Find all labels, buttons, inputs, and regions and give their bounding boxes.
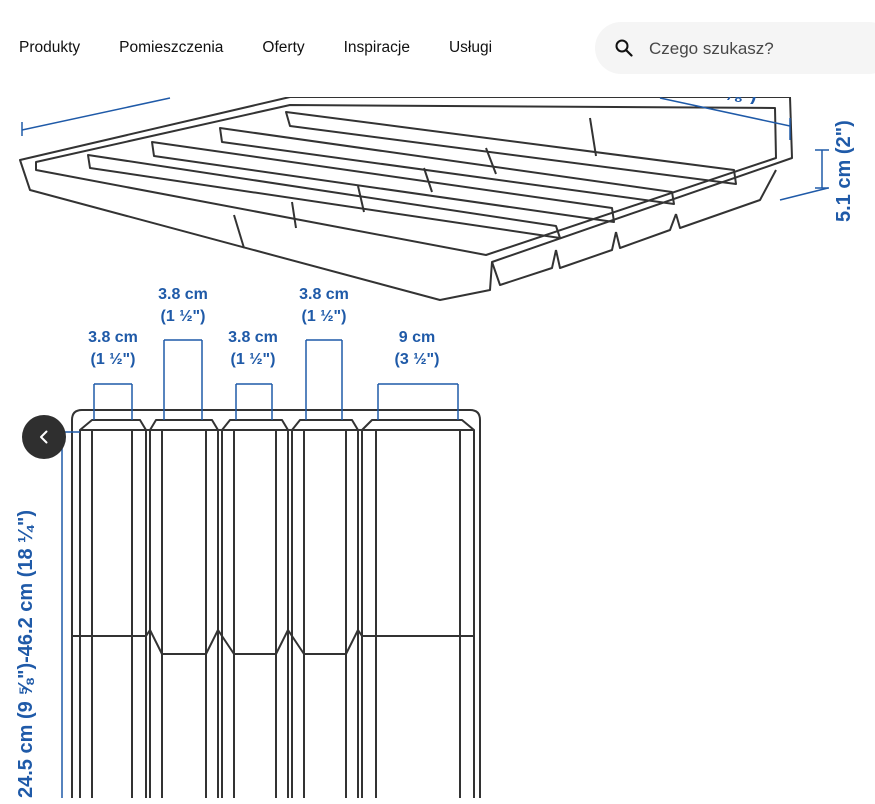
dimension-label-inch: (1 ½") xyxy=(301,308,347,325)
dimension-label-cm: 3.8 cm xyxy=(228,329,278,346)
dimension-label-cm: 9 cm xyxy=(398,329,436,346)
top-navigation-bar: Produkty Pomieszczenia Oferty Inspiracje… xyxy=(0,0,875,97)
dimension-label-length: 24.5 cm (9 ⅝")-46.2 cm (18 ¼") xyxy=(15,510,37,798)
dimension-label-cm: 3.8 cm xyxy=(88,329,138,346)
search-bar[interactable] xyxy=(595,22,875,74)
dimension-label-compartment-4: 3.8 cm (1 ½") xyxy=(289,287,359,325)
dimension-label-compartment-5: 9 cm (3 ½") xyxy=(382,330,452,368)
nav-item-produkty[interactable]: Produkty xyxy=(19,39,81,56)
dimension-label-compartment-2: 3.8 cm (1 ½") xyxy=(148,287,218,325)
dimension-label-inch: (1 ½") xyxy=(160,308,206,325)
main-menu: Produkty Pomieszczenia Oferty Inspiracje… xyxy=(19,39,492,57)
dimension-label-inch: (1 ½") xyxy=(230,351,276,368)
dimension-label-compartment-3: 3.8 cm (1 ½") xyxy=(218,330,288,368)
dimension-label-inch: (3 ½") xyxy=(394,351,440,368)
nav-item-uslugi[interactable]: Usługi xyxy=(448,39,493,56)
nav-item-oferty[interactable]: Oferty xyxy=(262,39,305,56)
dimension-label-inch: (1 ½") xyxy=(90,351,136,368)
dimension-label-height: 5.1 cm (2") xyxy=(833,120,855,222)
nav-item-pomieszczenia[interactable]: Pomieszczenia xyxy=(119,39,224,56)
dimension-label-cm: 3.8 cm xyxy=(158,286,208,303)
search-icon xyxy=(615,39,633,57)
dimension-label-compartment-1: 3.8 cm (1 ½") xyxy=(78,330,148,368)
chevron-left-icon xyxy=(40,430,48,444)
search-input[interactable] xyxy=(647,34,875,64)
carousel-prev-button[interactable] xyxy=(22,415,66,459)
dimension-label-cm: 3.8 cm xyxy=(299,286,349,303)
nav-item-inspiracje[interactable]: Inspiracje xyxy=(343,39,410,56)
